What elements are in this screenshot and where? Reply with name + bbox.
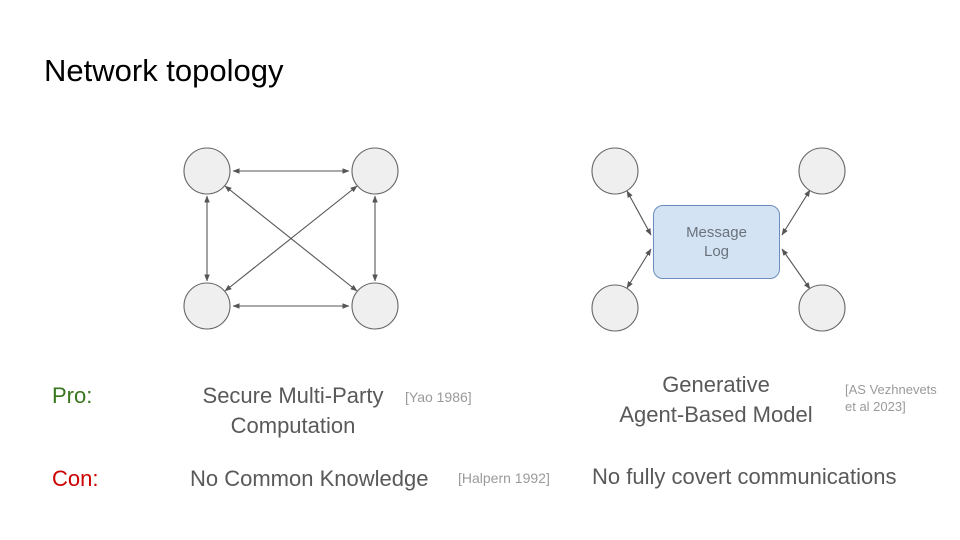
message-log-label-line2: Log (703, 243, 730, 260)
pro-right-citation: [AS Vezhnevets et al 2023] (845, 381, 955, 415)
pro-left-text-line1: Secure Multi-Party (202, 383, 384, 408)
edge-arrow (626, 190, 652, 236)
agent-node (591, 284, 639, 332)
edge-arrow (781, 189, 811, 236)
con-left-citation: [Halpern 1992] (458, 470, 550, 486)
agent-node (351, 282, 399, 330)
edge-arrow (626, 248, 652, 289)
agent-node (183, 282, 231, 330)
fully-connected-diagram (183, 147, 399, 330)
message-log-diagram (591, 147, 846, 332)
pro-right-citation-line1: [AS Vezhnevets (845, 382, 937, 397)
agent-node (183, 147, 231, 195)
agent-node (591, 147, 639, 195)
message-log-box: Message Log (653, 205, 780, 279)
agent-node (351, 147, 399, 195)
con-left-text: No Common Knowledge (190, 466, 429, 491)
slide-title: Network topology (44, 53, 284, 88)
pro-label: Pro: (52, 383, 93, 408)
agent-node (798, 284, 846, 332)
con-right-text: No fully covert communications (592, 464, 897, 489)
con-label: Con: (52, 466, 99, 491)
pro-right-text-line2: Agent-Based Model (619, 402, 813, 427)
pro-right-text: Generative Agent-Based Model (591, 370, 841, 430)
pro-left-text: Secure Multi-Party Computation (183, 381, 403, 441)
edge-arrow (781, 248, 811, 290)
agent-node (798, 147, 846, 195)
pro-left-citation: [Yao 1986] (405, 389, 472, 405)
edge-arrow (224, 185, 358, 292)
message-log-label-line1: Message (686, 224, 747, 241)
pro-right-citation-line2: et al 2023] (845, 399, 906, 414)
pro-left-text-line2: Computation (230, 413, 356, 438)
pro-right-text-line1: Generative (662, 372, 770, 397)
